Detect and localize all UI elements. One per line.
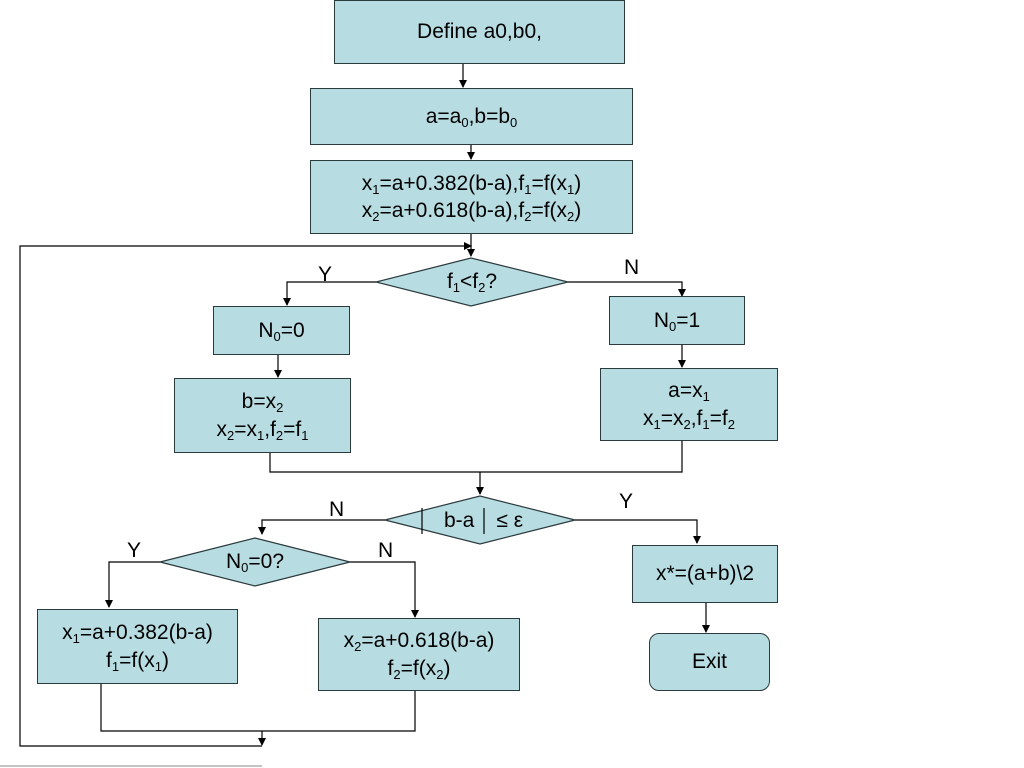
n0-one-box: N0=1 [609, 296, 745, 345]
new-x1-line1: x1=a+0.382(b-a) [62, 621, 213, 647]
right-update-line2: x1=x2,f1=f2 [643, 406, 735, 432]
init-box: a=a0,b=b0 [310, 88, 633, 145]
n0-one-text: N0=1 [653, 308, 701, 334]
n0-zero-box: N0=0 [213, 306, 350, 355]
result-text: x*=(a+b)\2 [655, 562, 755, 586]
new-x2-line1: x2=a+0.618(b-a) [343, 629, 495, 655]
init-x-box: x1=a+0.382(b-a),f1=f(x1) x2=a+0.618(b-a)… [310, 160, 633, 234]
define-text: Define a0,b0, [417, 20, 542, 44]
result-box: x*=(a+b)\2 [632, 545, 778, 603]
left-update-line2: x2=x1,f2=f1 [216, 417, 309, 443]
n0-zero-text: N0=0 [258, 318, 305, 344]
decision-f-label: f1<f2? [446, 270, 498, 295]
new-x1-box: x1=a+0.382(b-a) f1=f(x1) [37, 609, 238, 684]
edge-label-n0-no: N [378, 539, 394, 562]
new-x2-box: x2=a+0.618(b-a) f2=f(x2) [318, 618, 520, 691]
exit-box: Exit [649, 633, 770, 691]
decision-eps-label: b-a ≤ ε [436, 504, 546, 538]
edge-label-eps-yes: Y [619, 490, 634, 513]
new-x2-line2: f2=f(x2) [387, 656, 451, 682]
edge-x1-loop [100, 684, 416, 732]
decision-n0-label: N0=0? [225, 550, 285, 575]
init-text: a=a0,b=b0 [425, 104, 518, 130]
left-update-line1: b=x2 [241, 390, 284, 416]
edge-f-no [568, 281, 686, 297]
decision-eps-diamond [384, 495, 576, 545]
new-x1-line2: f1=f(x1) [106, 648, 169, 674]
decision-n0-diamond [159, 537, 351, 587]
edge-eps-yes [575, 519, 701, 544]
left-update-box: b=x2 x2=x1,f2=f1 [174, 378, 351, 453]
eps-le: ≤ ε [496, 509, 524, 532]
edge-n0-no [350, 561, 419, 618]
edge-label-f-no: N [624, 256, 640, 279]
edge-n0-yes [105, 561, 160, 608]
exit-text: Exit [691, 650, 727, 674]
edge-eps-no [258, 519, 385, 535]
edge-f-yes [283, 281, 376, 306]
x2-formula: x2=a+0.618(b-a),f2=f(x2) [361, 199, 582, 224]
edge-loop-return [19, 242, 472, 747]
define-box: Define a0,b0, [334, 0, 625, 64]
decision-f-diamond [375, 257, 569, 307]
edge-left-merge [269, 441, 683, 473]
edge-label-eps-no: N [329, 498, 345, 521]
x1-formula: x1=a+0.382(b-a),f1=f(x1) [361, 171, 582, 197]
right-update-box: a=x1 x1=x2,f1=f2 [600, 368, 778, 441]
right-update-line1: a=x1 [668, 379, 710, 405]
edge-label-n0-yes: Y [127, 539, 142, 562]
edge-label-f-yes: Y [318, 263, 333, 286]
eps-ba: b-a [444, 509, 475, 532]
